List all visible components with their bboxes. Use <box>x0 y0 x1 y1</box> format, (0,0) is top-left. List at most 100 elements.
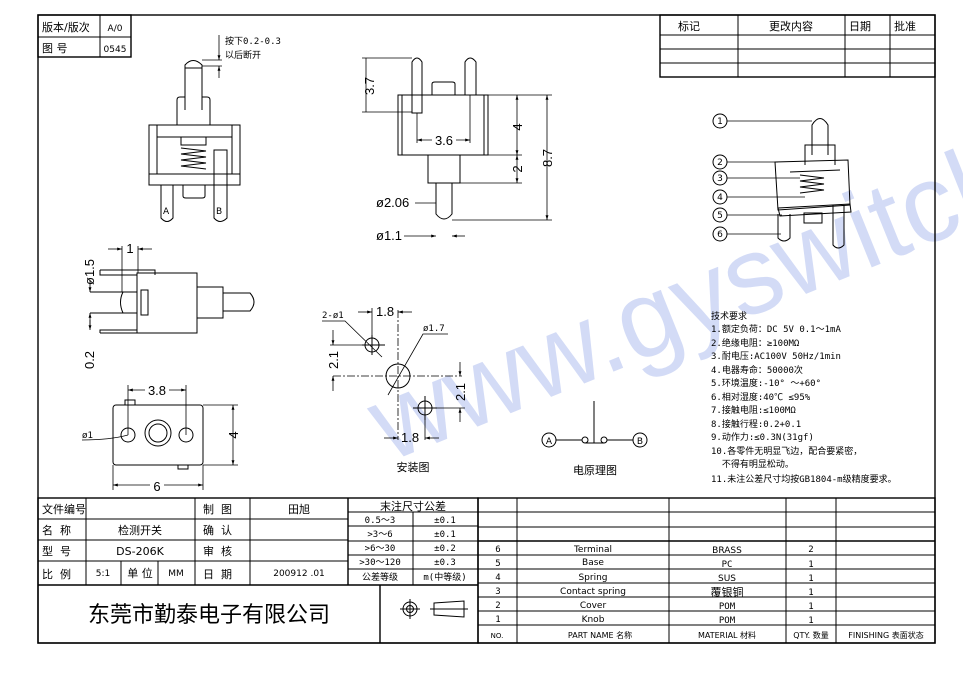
revision-table: 标记 更改内容 日期 批准 <box>659 14 936 78</box>
tolerance-range: >6～30 <box>365 544 396 554</box>
press-note-line2: 以后断开 <box>225 49 261 61</box>
drawn-value: 田旭 <box>288 502 310 516</box>
tech-item: 不得有明显松动。 <box>711 458 794 470</box>
tech-item: 1.额定负荷：DC 5V 0.1～1mA <box>711 323 841 335</box>
assembly-view: 1 2 3 4 5 6 <box>712 113 852 249</box>
version-value: A/0 <box>108 24 123 34</box>
tolerance-grade-label: 公差等级 <box>362 571 398 583</box>
watermark: www.gyswitch.com <box>351 25 963 485</box>
part-material: 覆银铜 <box>711 585 744 599</box>
tech-item: 2.绝缘电阻：≥100MΩ <box>711 337 800 349</box>
dim-hole: ø1 <box>82 431 93 441</box>
parts-table: 6 Terminal BRASS 2 5 Base PC 1 4 Spring … <box>477 497 936 644</box>
dim-pin-length: 3.7 <box>362 77 377 95</box>
tech-item: 6.相对湿度:40℃ ≤95% <box>711 391 811 403</box>
tolerance-range: 0.5～3 <box>365 516 396 526</box>
part-no: 1 <box>495 615 500 625</box>
version-label: 版本/版次 <box>42 20 90 34</box>
tolerance-range: >3～6 <box>367 530 392 540</box>
part-qty: 1 <box>808 616 813 626</box>
part-no: 4 <box>495 573 500 583</box>
drawing-no-value: 0545 <box>104 45 127 55</box>
dim-side-offset: 1 <box>126 241 133 256</box>
part-material: PC <box>722 560 733 570</box>
tech-item: 9.动作力:≤0.3N(31gf) <box>711 431 814 443</box>
part-qty: 1 <box>808 588 813 598</box>
dim-stem-dia: ø2.06 <box>376 195 409 210</box>
dim-pitch: 3.8 <box>148 383 166 398</box>
tech-item: 11.未注公差尺寸均按GB1804-m级精度要求。 <box>711 473 897 485</box>
header-part-name: PART NAME 名称 <box>568 630 632 640</box>
dim-width: 6 <box>153 479 160 494</box>
callout-4-label: 4 <box>717 193 723 203</box>
mounting-view: 1.8 2.1 2.1 1.8 2-ø1 ø1.7 安装图 <box>322 304 468 474</box>
dim-side-gap: 0.2 <box>82 351 97 369</box>
part-name: Base <box>582 558 604 568</box>
part-material: POM <box>719 616 736 626</box>
callout-2: 2 <box>712 154 728 170</box>
tolerance-value: ±0.2 <box>434 544 456 554</box>
callout-3-label: 3 <box>717 174 723 184</box>
callout-5-label: 5 <box>717 211 723 221</box>
callout-2-label: 2 <box>717 158 723 168</box>
check-label: 审 核 <box>203 544 232 558</box>
dim-total: 8.7 <box>540 149 555 167</box>
callout-4: 4 <box>712 189 728 205</box>
dim-body-height: 4 <box>510 123 525 130</box>
header-qty: QTY. 数量 <box>793 630 829 640</box>
tech-item: 7.接触电阻:≤100MΩ <box>711 404 796 416</box>
projection-symbol-icon <box>400 599 468 619</box>
terminal-b-label: B <box>216 207 222 217</box>
dim-tip-dia: ø1.1 <box>376 228 402 243</box>
tolerance-value: ±0.1 <box>434 516 456 526</box>
callout-5: 5 <box>712 207 728 223</box>
tolerance-range: >30～120 <box>359 558 401 568</box>
mounting-caption: 安装图 <box>397 460 430 474</box>
circuit-a: A <box>546 437 553 447</box>
tolerance-grade-value: m(中等级) <box>423 571 466 583</box>
tolerance-value: ±0.3 <box>434 558 456 568</box>
name-value: 检测开关 <box>118 523 162 537</box>
mount-center-hole: ø1.7 <box>423 324 445 334</box>
mount-hole-spec: 2-ø1 <box>322 311 344 321</box>
tolerance-value: ±0.1 <box>434 530 456 540</box>
callout-1: 1 <box>712 113 728 129</box>
tech-item: 10.各零件无明显飞边，配合要紧密， <box>711 445 862 457</box>
version-block: 版本/版次 A/0 图 号 0545 <box>37 14 132 58</box>
side-view: 1 ø1.5 0.2 <box>82 241 255 369</box>
rev-header-mark: 标记 <box>678 19 700 33</box>
part-no: 2 <box>495 601 500 611</box>
title-block: 文件编号 名 称 检测开关 型 号 DS-206K 比 例 5:1 单 位 MM… <box>37 497 479 644</box>
circuit-diagram: A B 电原理图 <box>541 401 648 477</box>
dim-mount-dx-top: 1.8 <box>376 304 394 319</box>
part-qty: 1 <box>808 560 813 570</box>
model-label: 型 号 <box>42 544 71 558</box>
part-no: 6 <box>495 545 500 555</box>
unit-value: MM <box>168 569 184 579</box>
part-no: 5 <box>495 559 500 569</box>
confirm-label: 确 认 <box>203 524 232 537</box>
callout-6: 6 <box>712 226 728 242</box>
part-material: POM <box>719 602 736 612</box>
dim-stem: 2 <box>510 165 525 172</box>
circuit-b: B <box>637 437 643 447</box>
scale-value: 5:1 <box>96 569 110 579</box>
part-name: Contact spring <box>560 587 626 597</box>
file-no-label: 文件编号 <box>42 502 86 516</box>
date-value: 200912 .01 <box>273 569 325 579</box>
part-qty: 2 <box>808 545 813 555</box>
part-name: Cover <box>580 601 607 611</box>
tolerance-title: 末注尺寸公差 <box>380 499 446 513</box>
dim-pin-spacing: 3.6 <box>435 133 453 148</box>
tolerance-table: 末注尺寸公差 0.5～3 ±0.1 >3～6 ±0.1 >6～30 ±0.2 >… <box>348 499 478 585</box>
dim-bottom-height: 4 <box>226 431 241 438</box>
model-value: DS-206K <box>116 545 164 558</box>
rev-header-date: 日期 <box>849 20 871 33</box>
part-qty: 1 <box>808 574 813 584</box>
tech-item: 8.接触行程:0.2+0.1 <box>711 418 801 430</box>
callout-leaders <box>727 120 812 235</box>
date-label: 日 期 <box>203 568 232 581</box>
front-view: 3.7 3.6 4 2 8.7 ø2.06 ø1.1 <box>362 57 555 243</box>
header-finishing: FINISHING 表面状态 <box>848 630 923 640</box>
